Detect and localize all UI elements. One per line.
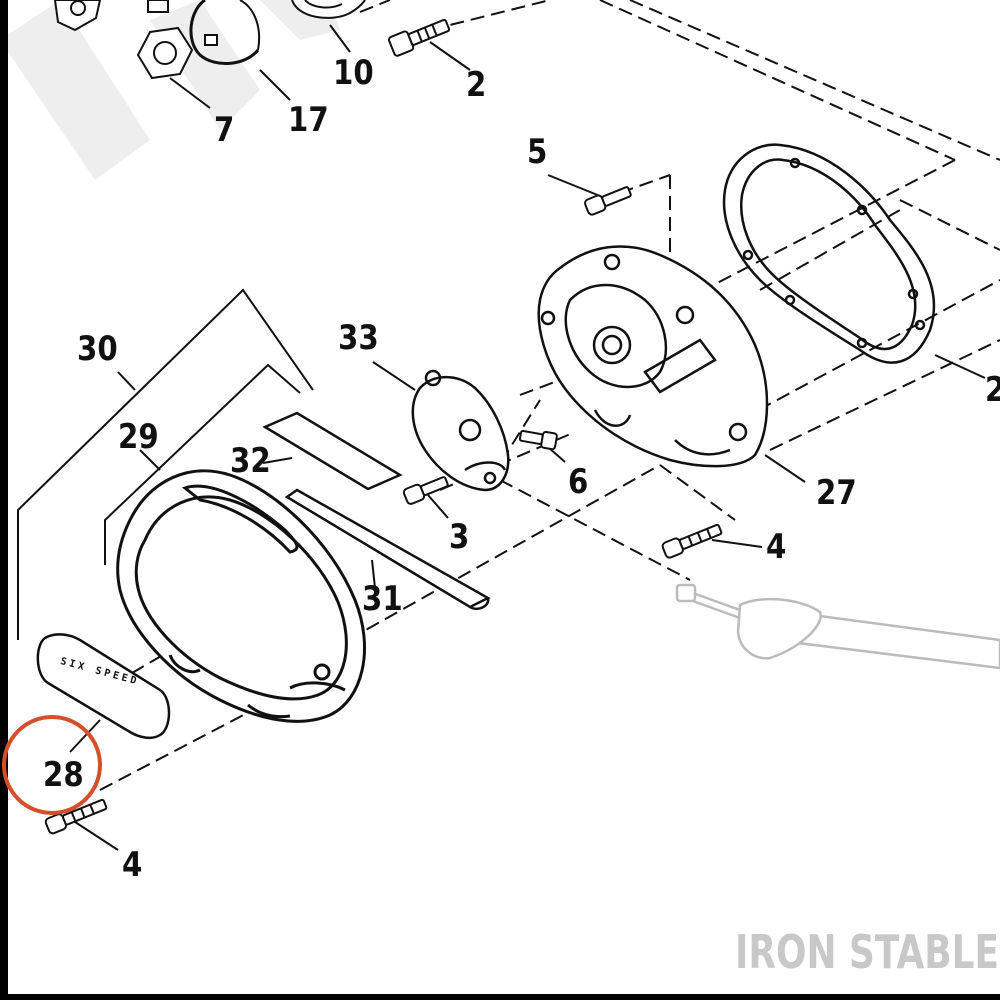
brand-watermark: IRON STABLE xyxy=(735,925,1000,979)
clutch-cable-ghost xyxy=(675,583,1000,670)
callout-17: 17 xyxy=(288,100,329,140)
bolt-5 xyxy=(584,186,632,216)
hex-nut-7 xyxy=(136,26,194,80)
retaining-ring-17 xyxy=(189,0,260,66)
callout-33: 33 xyxy=(338,318,379,358)
actuator-housing-33 xyxy=(411,369,510,492)
bolt-4-right xyxy=(661,523,723,559)
strip-31 xyxy=(284,488,491,611)
highlight-circle-28 xyxy=(2,715,102,815)
frame-bottom-edge xyxy=(0,994,1000,1000)
callout-29: 29 xyxy=(118,417,159,457)
gasket-26 xyxy=(722,143,936,364)
frame-left-edge xyxy=(0,0,8,1000)
callout-2-top: 2 xyxy=(466,65,487,105)
callout-32: 32 xyxy=(230,441,271,481)
callout-4-bottom: 4 xyxy=(122,845,143,885)
callout-27: 27 xyxy=(816,473,857,513)
callout-10: 10 xyxy=(333,53,374,93)
callout-3: 3 xyxy=(449,517,470,557)
callout-28: 28 xyxy=(43,755,84,795)
background-watermark-stripes xyxy=(0,0,340,180)
callout-30: 30 xyxy=(77,329,118,369)
callout-2-right: 2 xyxy=(985,373,1000,407)
bolt-3 xyxy=(402,476,449,505)
top-small-parts xyxy=(53,0,366,80)
outer-cover-29 xyxy=(116,469,367,723)
bolts xyxy=(44,18,723,835)
strip-32 xyxy=(262,411,403,491)
callout-5: 5 xyxy=(527,132,548,172)
callout-6: 6 xyxy=(568,462,589,502)
bolt-2 xyxy=(387,18,451,57)
bolt-4-bottom xyxy=(44,798,108,835)
callout-31: 31 xyxy=(362,579,403,619)
callout-7: 7 xyxy=(214,110,235,150)
callout-4-right: 4 xyxy=(766,527,787,567)
inner-cover-27 xyxy=(537,245,769,468)
fitting-6 xyxy=(518,429,558,451)
badge-28 xyxy=(36,633,171,740)
